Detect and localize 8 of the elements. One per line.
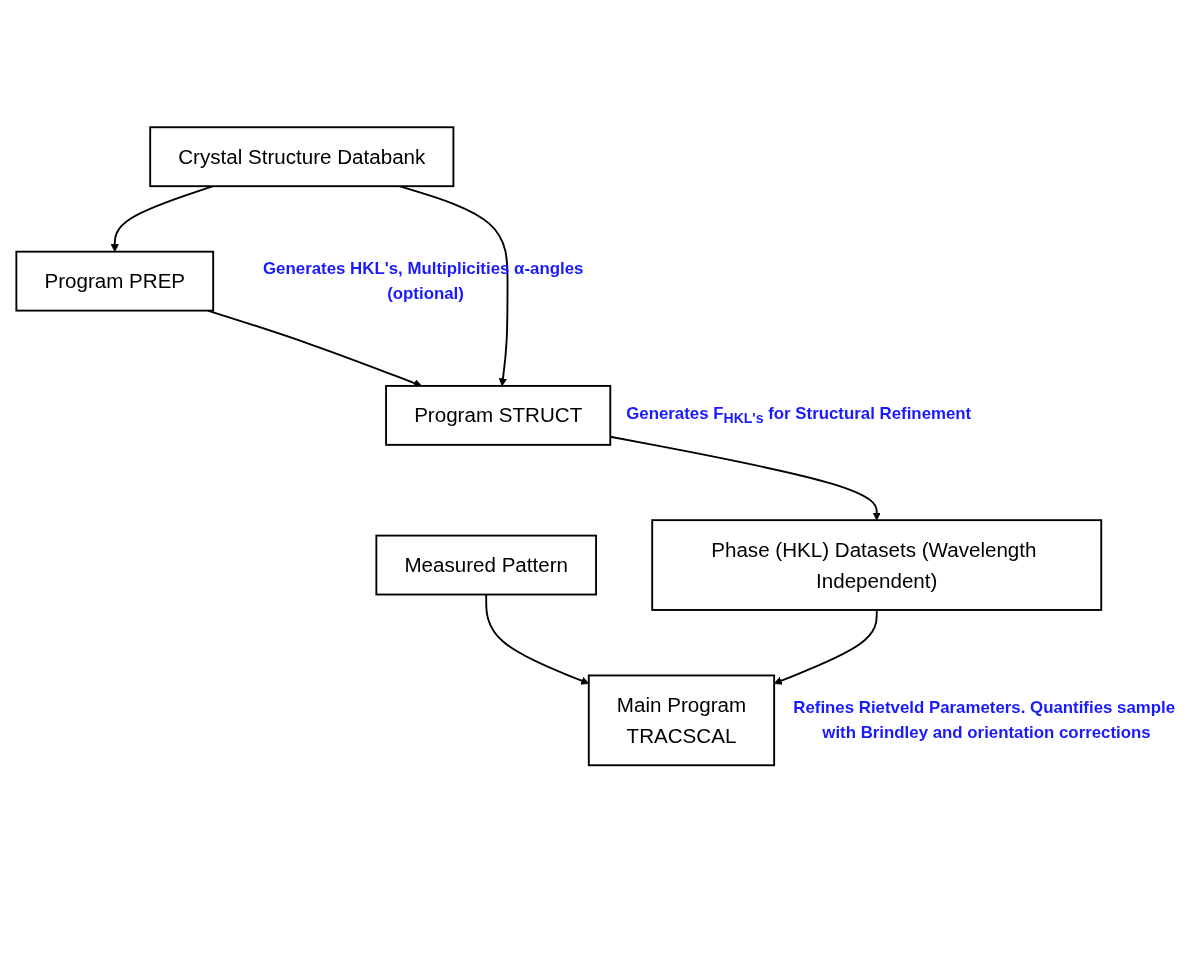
node-box: Measured Pattern [375, 534, 597, 596]
node-label: Refines Rietveld Parameters. Quantifies sample with Brindley and orientation corrections [793, 697, 1176, 742]
node-box: Program STRUCT [385, 385, 612, 446]
node-box: Program PREP [15, 250, 215, 312]
node-box: Crystal Structure Databank [149, 126, 455, 188]
node-box: Main Program TRACSCAL [587, 674, 776, 767]
node-box: Phase (HKL) Datasets (Wavelength Independent) [651, 519, 1103, 611]
node-label: Generates F$_{HKL's}$ for Structural Refinement [626, 404, 972, 427]
